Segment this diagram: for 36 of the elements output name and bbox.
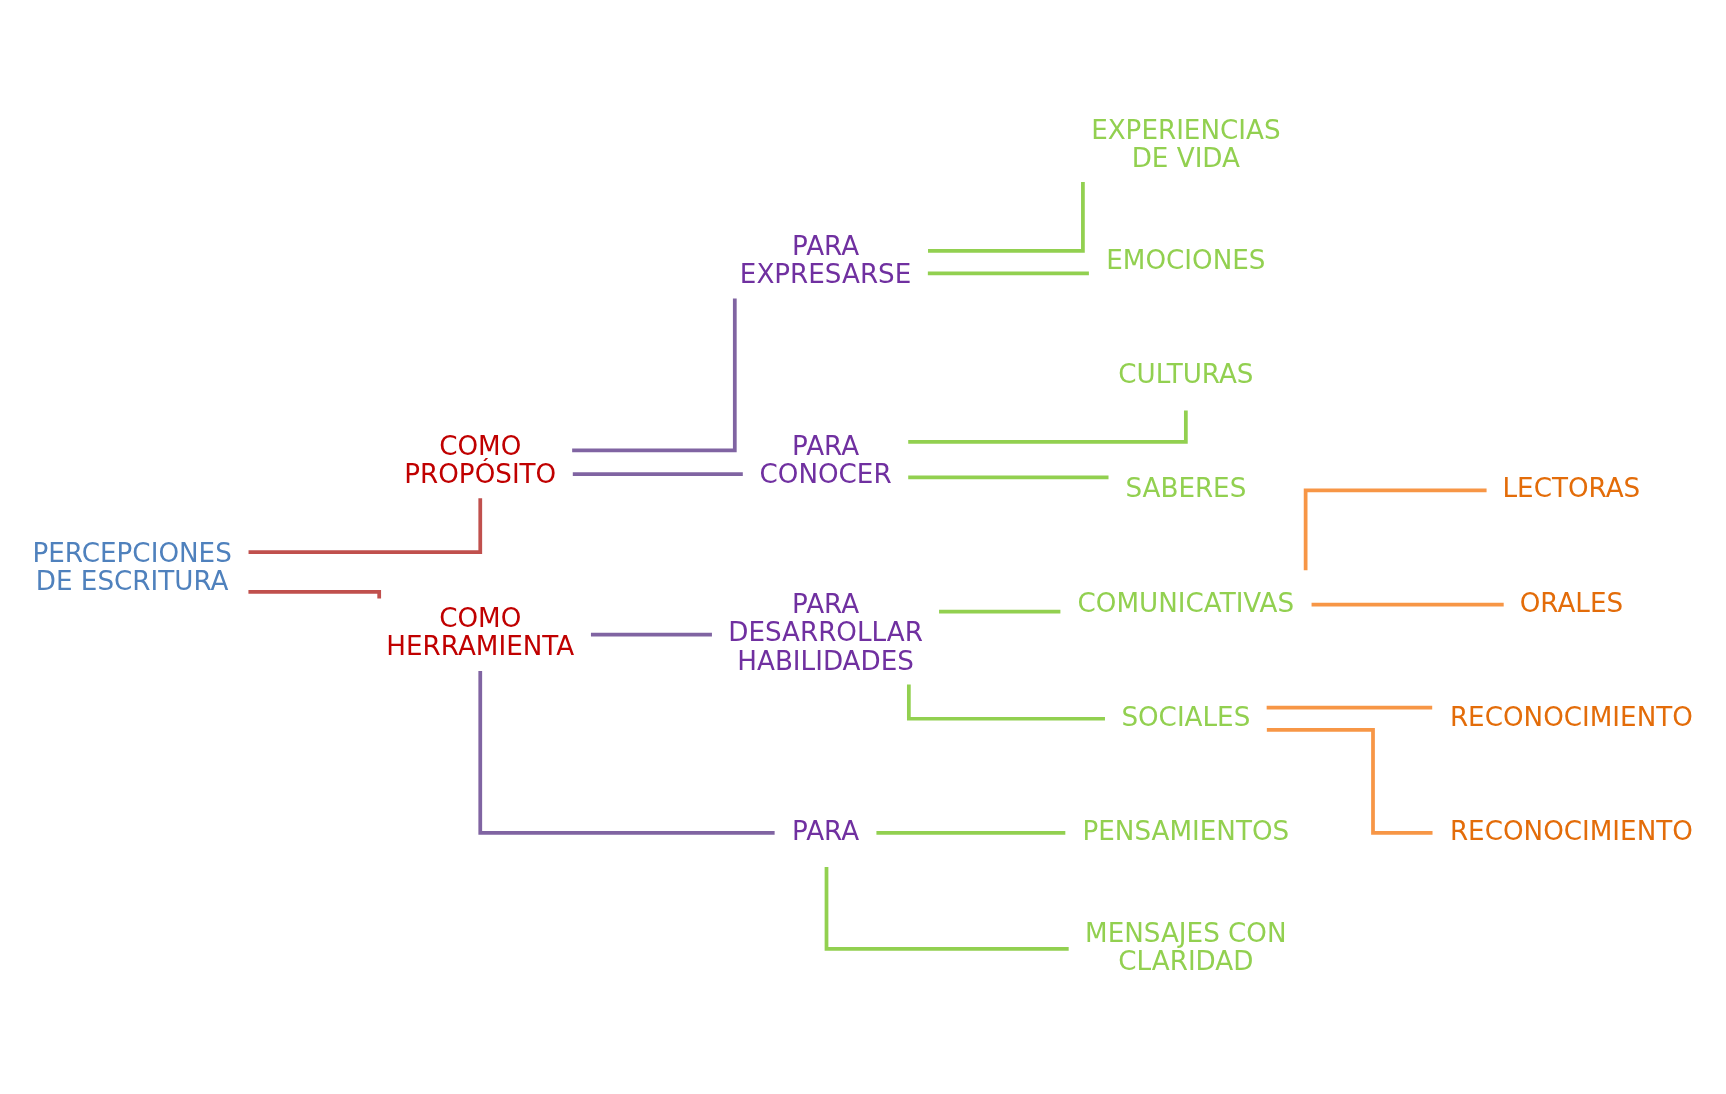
node-text: EMOCIONES <box>1106 244 1266 275</box>
connector <box>1311 602 1504 606</box>
node-text: COMO HERRAMIENTA <box>386 602 575 661</box>
node-text: ORALES <box>1519 587 1624 618</box>
connector <box>876 830 1066 835</box>
node-text: SABERES <box>1125 472 1247 503</box>
node-text: PARA CONOCER <box>759 430 892 489</box>
node-text: COMUNICATIVAS <box>1077 587 1295 618</box>
connector <box>1266 727 1433 835</box>
connector <box>1266 705 1433 709</box>
connector <box>928 181 1085 253</box>
connector <box>824 866 1069 951</box>
connector <box>1303 488 1487 570</box>
connector <box>908 410 1188 444</box>
connector <box>590 632 712 636</box>
connector <box>248 497 483 554</box>
node-text: LECTORAS <box>1502 472 1641 503</box>
connector <box>572 297 737 452</box>
node-text: COMO PROPÓSITO <box>404 430 557 489</box>
connector <box>572 471 743 476</box>
node-text: CULTURAS <box>1118 358 1254 389</box>
node-text: SOCIALES <box>1121 701 1251 732</box>
node-text: RECONOCIMIENTO <box>1449 701 1693 732</box>
node-text: PARA DESARROLLAR HABILIDADES <box>728 588 923 676</box>
connector <box>927 270 1089 275</box>
node-text: PERCEPCIONES DE ESCRITURA <box>32 537 232 596</box>
connector <box>908 474 1109 479</box>
connector <box>939 609 1061 613</box>
connector <box>478 670 775 835</box>
node-text: MENSAJES CON CLARIDAD <box>1085 917 1287 976</box>
node-text: PENSAMIENTOS <box>1082 815 1290 846</box>
node-text: EXPERIENCIAS DE VIDA <box>1091 114 1281 173</box>
node-text: PARA <box>792 815 860 846</box>
connector <box>907 684 1105 721</box>
node-text: PARA EXPRESARSE <box>739 230 912 289</box>
node-text: RECONOCIMIENTO <box>1449 815 1693 846</box>
